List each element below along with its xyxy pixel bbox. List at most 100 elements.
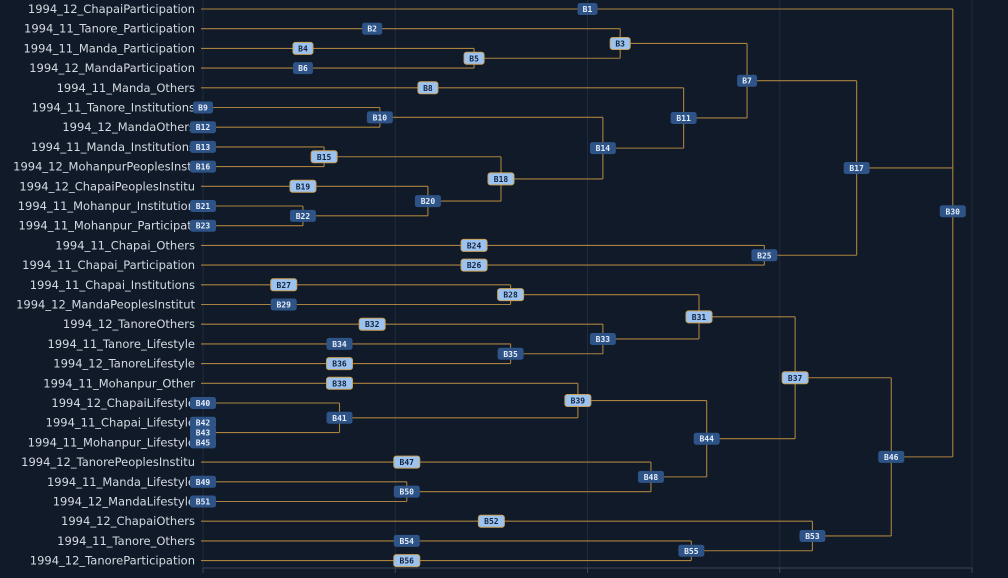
leaf-label: 1994_12_MandaLifestyle [53,495,195,509]
badge-bg [637,470,664,483]
badge-bg [310,150,338,164]
badge-bg [190,495,216,508]
node-badge[interactable]: B23 [190,219,216,232]
badge-bg [693,432,720,445]
badge-label: B4 [298,44,308,53]
node-badge[interactable]: B49 [190,475,216,488]
badge-label: B7 [742,77,752,86]
badge-bg [463,51,485,65]
node-badge[interactable]: B20 [414,195,441,208]
node-badge[interactable]: B34 [326,337,353,350]
node-badge[interactable]: B8 [417,81,439,95]
node-badge[interactable]: B19 [289,179,317,193]
node-badge[interactable]: B9 [193,101,213,114]
badge-label: B20 [421,197,436,206]
node-badge[interactable]: B29 [270,298,297,311]
badge-label: B35 [503,350,518,359]
badge-label: B38 [332,379,347,388]
node-badge[interactable]: B17 [843,161,870,174]
badge-bg [326,411,353,424]
badge-bg [393,534,420,547]
node-badge[interactable]: B40 [190,397,216,409]
node-badge[interactable]: B4 [292,41,314,55]
badge-label: B13 [196,143,211,152]
node-badge[interactable]: B13 [190,140,216,153]
badge-bg [564,394,592,408]
node-badge[interactable]: B1 [577,3,598,15]
node-badge[interactable]: B38 [325,376,353,390]
node-badge[interactable]: B7 [737,74,758,87]
badge-bg [589,142,616,155]
node-badge[interactable]: B14 [589,142,616,155]
node-badge[interactable]: B55 [678,544,705,557]
node-badge[interactable]: B21 [190,200,216,212]
node-badge[interactable]: B50 [393,485,420,498]
node-badge[interactable]: B54 [393,534,420,547]
node-badge[interactable]: B3 [609,36,631,50]
node-badge[interactable]: B43 [190,426,216,439]
node-badge[interactable]: B28 [497,288,525,302]
badge-bg [325,357,353,371]
node-badge[interactable]: B18 [487,172,515,186]
leaf-label: 1994_11_Tanore_Participation [24,22,195,36]
node-badge[interactable]: B15 [310,150,338,164]
node-badge[interactable]: B46 [878,450,905,463]
leaf-label: 1994_12_ChapaiPeoplesInstitu [19,179,195,193]
node-badge[interactable]: B33 [589,332,616,345]
leaf-label: 1994_11_Manda_Lifestyle [47,475,195,489]
node-badge[interactable]: B47 [393,455,421,469]
node-badge[interactable]: B36 [325,357,353,371]
badge-label: B50 [400,488,415,497]
node-badge[interactable]: B25 [751,249,778,262]
badge-label: B6 [298,64,308,73]
node-badge[interactable]: B56 [393,554,421,568]
node-badge[interactable]: B41 [326,411,353,424]
badge-bg [289,179,317,193]
badge-bg [326,337,353,350]
node-badge[interactable]: B24 [460,238,488,252]
leaf-label: 1994_11_Mohanpur_Institution [18,199,195,213]
node-badge[interactable]: B53 [799,529,826,542]
badge-bg [751,249,778,262]
badge-label: B27 [277,281,292,290]
node-badge[interactable]: B39 [564,394,592,408]
node-badge[interactable]: B2 [362,22,383,35]
node-badge[interactable]: B51 [190,495,216,508]
node-badge[interactable]: B22 [289,209,316,222]
node-badge[interactable]: B32 [358,317,386,331]
badge-label: B12 [196,123,211,132]
badge-label: B5 [469,54,479,63]
badge-label: B53 [805,532,820,541]
node-badge[interactable]: B31 [685,310,713,324]
node-badge[interactable]: B45 [190,436,216,449]
leaf-label: 1994_11_Mohanpur_Lifestyle [28,435,195,449]
badge-label: B17 [849,164,864,173]
leaf-label: 1994_11_Chapai_Participation [22,258,195,272]
badge-bg [190,121,216,134]
node-badge[interactable]: B37 [781,371,809,385]
node-badge[interactable]: B10 [366,111,393,124]
badge-label: B54 [400,537,415,546]
leaf-label: 1994_11_Chapai_Lifestyle [46,416,195,430]
node-badge[interactable]: B12 [190,121,216,134]
node-badge[interactable]: B11 [670,111,697,124]
badge-bg [292,62,313,75]
node-badge[interactable]: B48 [637,470,664,483]
leaf-label: 1994_11_Chapai_Institutions [30,278,195,292]
badge-bg [670,111,697,124]
node-badge[interactable]: B35 [497,347,524,360]
badge-bg [414,195,441,208]
node-badge[interactable]: B16 [190,160,216,173]
node-badge[interactable]: B42 [190,416,216,429]
leaf-label: 1994_11_Mohanpur_Other [43,376,195,390]
badge-bg [589,332,616,345]
node-badge[interactable]: B6 [292,62,313,75]
node-badge[interactable]: B30 [939,205,966,218]
node-badge[interactable]: B52 [477,514,505,528]
node-badge[interactable]: B27 [270,278,298,292]
node-badge[interactable]: B26 [460,258,488,272]
node-badge[interactable]: B5 [463,51,485,65]
node-badge[interactable]: B44 [693,432,720,445]
badge-label: B24 [467,241,482,250]
leaf-label: 1994_12_TanorePeoplesInstitu [21,455,195,469]
